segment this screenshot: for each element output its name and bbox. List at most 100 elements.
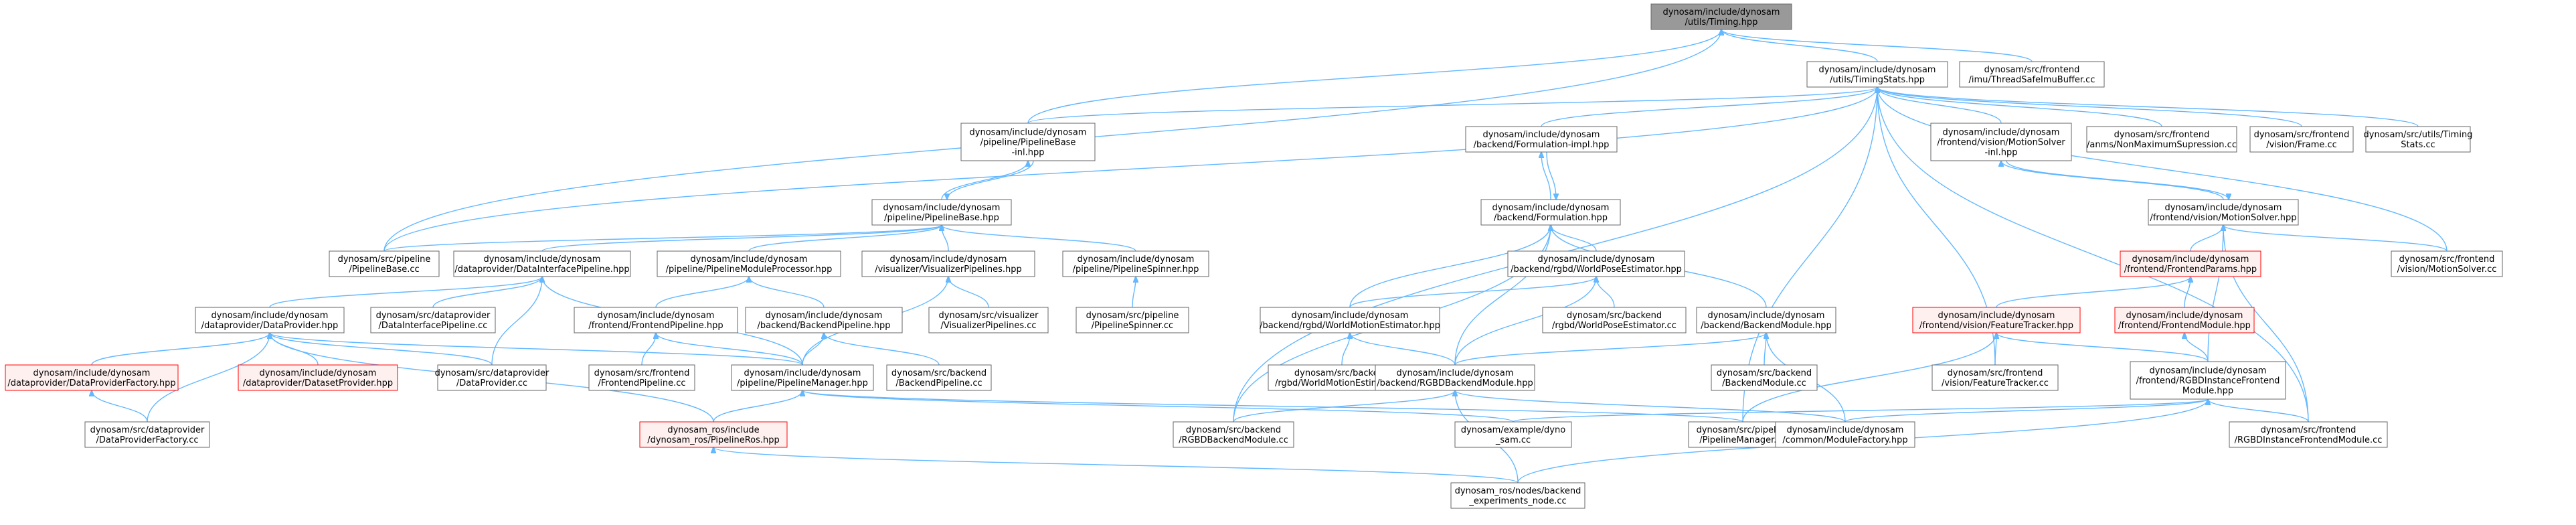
node-featuretracker-h[interactable]: dynosam/include/dynosam/frontend/vision/… [1912, 307, 2081, 333]
node-box [1076, 307, 1189, 333]
edge-worldpose-h-worldpose-cc [1596, 277, 1615, 308]
node-modulefactory[interactable]: dynosam/include/dynosam/common/ModuleFac… [1775, 421, 1915, 448]
node-label: dynosam/include/dynosam [2126, 311, 2243, 321]
node-label: /frontend/FrontendParams.hpp [2124, 265, 2257, 275]
node-datainterface-h[interactable]: dynosam/include/dynosam/dataprovider/Dat… [453, 250, 631, 277]
node-worldpose-cc[interactable]: dynosam/src/backend/rgbd/WorldPoseEstima… [1542, 307, 1687, 333]
node-label: dynosam_ros/include [667, 425, 759, 435]
node-box [370, 307, 496, 333]
node-pipelinebase-inl[interactable]: dynosam/include/dynosam/pipeline/Pipelin… [960, 123, 1096, 161]
node-frontendpipeline-cc[interactable]: dynosam/src/frontend/FrontendPipeline.cc [588, 364, 695, 391]
node-box [195, 307, 345, 333]
node-motionsolver-h[interactable]: dynosam/include/dynosam/frontend/vision/… [2148, 199, 2299, 226]
edge-formulation-h-worldpose-h [1551, 225, 1597, 252]
node-dataprovider-h[interactable]: dynosam/include/dynosam/dataprovider/Dat… [195, 307, 345, 333]
node-label: dynosam/src/utils/Timing [2364, 130, 2473, 140]
node-label: dynosam/src/frontend [2399, 254, 2495, 265]
node-threadsafe[interactable]: dynosam/src/frontend/imu/ThreadSafeImuBu… [1959, 61, 2105, 88]
node-backendmodule-h[interactable]: dynosam/include/dynosam/backend/BackendM… [1696, 307, 1836, 333]
node-label: /DataInterfacePipeline.cc [379, 321, 488, 331]
node-label: /backend/rgbd/WorldPoseEstimator.hpp [1511, 265, 1682, 275]
node-timingstats-h[interactable]: dynosam/include/dynosam/utils/TimingStat… [1806, 61, 1948, 88]
node-label: /pipeline/PipelineSpinner.hpp [1073, 265, 1199, 275]
edge-formulation-h-formulation-impl [1546, 151, 1556, 200]
node-backendmodule-cc[interactable]: dynosam/src/backend/BackendModule.cc [1711, 364, 1818, 391]
node-label: dynosam/src/backend [1567, 311, 1662, 321]
node-dpfactory-cc[interactable]: dynosam/src/dataprovider/DataProviderFac… [84, 421, 210, 448]
node-timing[interactable]: dynosam/include/dynosam/utils/Timing.hpp [1650, 3, 1792, 30]
node-pipelinemodproc[interactable]: dynosam/include/dynosam/pipeline/Pipelin… [657, 250, 841, 277]
node-backendpipeline-cc[interactable]: dynosam/src/backend/BackendPipeline.cc [886, 364, 992, 391]
node-label: dynosam/src/backend [1294, 368, 1389, 378]
edge-pipelinebase-h-datainterface-h [541, 225, 942, 252]
node-label: dynosam/include/dynosam [484, 254, 601, 265]
node-frame-cc[interactable]: dynosam/src/frontend/vision/Frame.cc [2249, 126, 2354, 153]
node-backend-experiments[interactable]: dynosam_ros/nodes/backend_experiments_no… [1450, 482, 1585, 509]
node-motionsolver-inl[interactable]: dynosam/include/dynosam/frontend/vision/… [1930, 123, 2072, 161]
edge-backendmodule-h-backendmodule-cc [1764, 333, 1766, 366]
node-frontendpipeline-h[interactable]: dynosam/include/dynosam/frontend/Fronten… [574, 307, 738, 333]
edge-timingstats-h-rgbdinstfront-cc [1877, 87, 2309, 423]
node-pipelineros[interactable]: dynosam_ros/include/dynosam_ros/Pipeline… [639, 421, 788, 448]
node-pipelinespinner-h[interactable]: dynosam/include/dynosam/pipeline/Pipelin… [1062, 250, 1209, 277]
edge-datainterface-h-datainterface-cc [432, 277, 542, 308]
node-timingstats-cc[interactable]: dynosam/src/utils/TimingStats.cc [2364, 126, 2473, 153]
node-box [1931, 364, 2059, 391]
node-label: dynosam/include/dynosam [1819, 65, 1936, 75]
node-label: /pipeline/PipelineBase [980, 138, 1076, 148]
node-label: dynosam/example/dyno [1461, 425, 1565, 435]
node-rgbdbackend-cc[interactable]: dynosam/src/backend/RGBDBackendModule.cc [1173, 421, 1294, 448]
node-motionsolver-cc[interactable]: dynosam/src/frontend/vision/MotionSolver… [2391, 250, 2503, 277]
node-label: /VisualizerPipelines.cc [940, 321, 1036, 331]
node-label: /backend/RGBDBackendModule.hpp [1377, 378, 1533, 388]
node-label: /rgbd/WorldPoseEstimator.cc [1552, 321, 1677, 331]
edge-timing-pipelinebase-inl [1027, 29, 1721, 124]
node-pipelinemanager-h[interactable]: dynosam/include/dynosam/pipeline/Pipelin… [731, 364, 874, 391]
node-box [238, 364, 398, 391]
node-datasetprovider-h[interactable]: dynosam/include/dynosam/dataprovider/Dat… [238, 364, 398, 391]
edge-pipelinemanager-h-pipelinemanager-cc [802, 390, 1743, 423]
node-pipelinebase-h[interactable]: dynosam/include/dynosam/pipeline/Pipelin… [871, 199, 1012, 226]
node-pipelinespinner-cc[interactable]: dynosam/src/pipeline/PipelineSpinner.cc [1076, 307, 1189, 333]
edge-rgbdbackend-h-rgbdbackend-cc [1233, 390, 1455, 423]
node-rgbdinstfront-h[interactable]: dynosam/include/dynosam/frontend/RGBDIns… [2130, 361, 2286, 400]
node-frontendmodule-h[interactable]: dynosam/include/dynosam/frontend/Fronten… [2114, 307, 2255, 333]
node-label: /pipeline/PipelineManager.hpp [737, 378, 868, 388]
node-label: /DataProvider.cc [456, 378, 527, 388]
node-formulation-impl[interactable]: dynosam/include/dynosam/backend/Formulat… [1465, 126, 1618, 153]
node-label: /dataprovider/DataProvider.hpp [201, 321, 338, 331]
node-box [657, 250, 841, 277]
edge-motionsolver-h-motionsolver-inl [2006, 160, 2229, 200]
node-vizpipelines-h[interactable]: dynosam/include/dynosam/visualizer/Visua… [861, 250, 1035, 277]
node-dpfactory-h[interactable]: dynosam/include/dynosam/dataprovider/Dat… [5, 364, 179, 391]
node-worldpose-h[interactable]: dynosam/include/dynosam/backend/rgbd/Wor… [1507, 250, 1685, 277]
edge-pipelinemodproc-frontendpipeline-h [655, 277, 749, 308]
node-label: dynosam/src/pipeline [1086, 311, 1179, 321]
node-vizpipelines-cc[interactable]: dynosam/src/visualizer/VisualizerPipelin… [928, 307, 1049, 333]
node-worldmotion-h[interactable]: dynosam/include/dynosam/backend/rgbd/Wor… [1260, 307, 1440, 333]
node-example[interactable]: dynosam/example/dyno_sam.cc [1454, 421, 1572, 448]
node-label: dynosam/include/dynosam [744, 368, 861, 378]
node-rgbdinstfront-cc[interactable]: dynosam/src/frontend/RGBDInstanceFronten… [2229, 421, 2388, 448]
node-box [1650, 3, 1792, 30]
node-pipelinebase-cc[interactable]: dynosam/src/pipeline/PipelineBase.cc [329, 250, 440, 277]
node-featuretracker-cc[interactable]: dynosam/src/frontend/vision/FeatureTrack… [1931, 364, 2059, 391]
node-rgbdbackend-h[interactable]: dynosam/include/dynosam/backend/RGBDBack… [1375, 364, 1535, 391]
node-box [1959, 61, 2105, 88]
node-label: /BackendModule.cc [1722, 378, 1806, 388]
node-dataprovider-cc[interactable]: dynosam/src/dataprovider/DataProvider.cc [435, 364, 549, 391]
node-box [2249, 126, 2354, 153]
edge-pipelinebase-h-pipelinespinner-h [942, 225, 1136, 252]
node-label: dynosam/include/dynosam [1787, 425, 1904, 435]
node-label: dynosam/include/dynosam [1483, 130, 1600, 140]
node-label: dynosam/include/dynosam [1078, 254, 1195, 265]
node-backendpipeline-h[interactable]: dynosam/include/dynosam/backend/BackendP… [745, 307, 903, 333]
node-formulation-h[interactable]: dynosam/include/dynosam/backend/Formulat… [1480, 199, 1621, 226]
node-box [2114, 307, 2255, 333]
edge-frontendparams-frontendmodule-h [2184, 277, 2191, 308]
node-frontendparams[interactable]: dynosam/include/dynosam/frontend/Fronten… [2120, 250, 2261, 277]
node-anms[interactable]: dynosam/src/frontend/anms/NonMaximumSupr… [2086, 126, 2237, 153]
edge-formulation-h-worldmotion-h [1349, 225, 1551, 308]
edge-pipelinebase-inl-pipelinebase-h [941, 161, 1028, 200]
node-datainterface-cc[interactable]: dynosam/src/dataprovider/DataInterfacePi… [370, 307, 496, 333]
